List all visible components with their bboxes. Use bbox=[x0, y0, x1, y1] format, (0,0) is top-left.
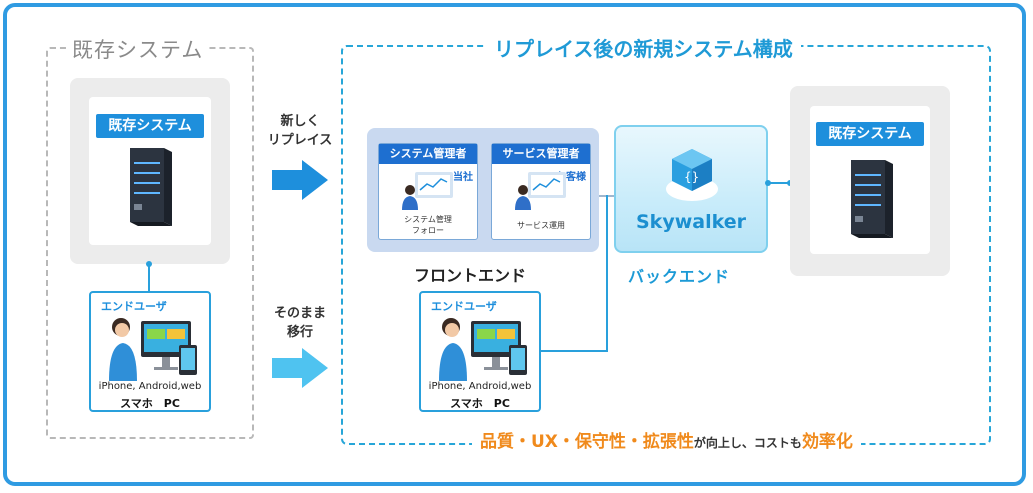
existing-server-label: 既存システム bbox=[816, 122, 924, 146]
backend-dot bbox=[765, 180, 771, 186]
devices-sub: スマホ PC bbox=[120, 397, 180, 410]
frontend-label: フロントエンド bbox=[414, 266, 527, 285]
enduser-label: エンドユーザ bbox=[101, 300, 167, 313]
admin-operator-icon bbox=[402, 172, 453, 210]
existing-server-icon bbox=[851, 160, 893, 238]
enduser-backend-line-h bbox=[541, 350, 607, 352]
new-devices-sub: スマホ PC bbox=[450, 397, 510, 410]
new-enduser-card: エンドユーザ iPhone, Android,web スマホ PC bbox=[419, 291, 541, 412]
system-admin-title: システム管理者 bbox=[379, 144, 477, 164]
system-admin-caption1: システム管理 bbox=[404, 215, 452, 224]
new-devices-text: iPhone, Android,web bbox=[428, 381, 532, 392]
new-user-devices-icon bbox=[439, 318, 527, 381]
system-admin-who: 当社 bbox=[453, 172, 473, 183]
service-admin-caption1: サービス運用 bbox=[517, 221, 565, 230]
server-icon bbox=[130, 148, 172, 226]
replace-label-line2: リプレイス bbox=[267, 133, 333, 148]
connector-dot bbox=[146, 261, 152, 267]
backend-card: {} Skywalker bbox=[614, 125, 768, 253]
replace-label-line1: 新しく bbox=[280, 114, 320, 129]
skywalker-logo-icon: {} bbox=[666, 149, 718, 201]
system-admin-caption2: フォロー bbox=[412, 226, 444, 235]
footer-message: 品質・UX・保守性・拡張性が向上し、コストも効率化 bbox=[472, 427, 861, 452]
legacy-server-label: 既存システム bbox=[96, 114, 204, 138]
svg-text:{}: {} bbox=[684, 170, 699, 184]
legacy-group-title: 既存システム bbox=[66, 34, 210, 64]
backend-existing-line bbox=[768, 182, 790, 184]
system-admin-card: システム管理者 当社 システム管理 フォロー bbox=[378, 143, 478, 240]
user-devices-icon bbox=[109, 318, 197, 381]
migrate-arrow-icon bbox=[272, 348, 328, 388]
migrate-label: そのまま 移行 bbox=[258, 304, 342, 342]
service-admin-card: サービス管理者 お客様 サービス運用 bbox=[491, 143, 591, 240]
footer-part3: 効率化 bbox=[801, 432, 853, 452]
migrate-label-line2: 移行 bbox=[286, 325, 313, 340]
footer-part1: 品質・UX・保守性・拡張性 bbox=[480, 432, 694, 452]
enduser-backend-line-v bbox=[606, 195, 608, 352]
legacy-enduser-card: エンドユーザ iPhone, Android,web スマホ PC bbox=[89, 291, 211, 412]
service-operator-icon bbox=[515, 172, 566, 210]
new-system-title: リプレイス後の新規システム構成 bbox=[486, 33, 801, 62]
service-admin-title: サービス管理者 bbox=[492, 144, 590, 164]
migrate-label-line1: そのまま bbox=[273, 306, 326, 321]
new-enduser-label: エンドユーザ bbox=[431, 300, 497, 313]
connector-line bbox=[148, 264, 150, 292]
skywalker-product-name: Skywalker bbox=[636, 211, 746, 233]
replace-arrow-icon bbox=[272, 160, 328, 200]
backend-label: バックエンド bbox=[628, 267, 731, 286]
devices-text: iPhone, Android,web bbox=[98, 381, 202, 392]
footer-part2: が向上し、コストも bbox=[693, 436, 802, 450]
service-admin-who: お客様 bbox=[556, 172, 586, 183]
replace-label: 新しく リプレイス bbox=[258, 112, 342, 150]
